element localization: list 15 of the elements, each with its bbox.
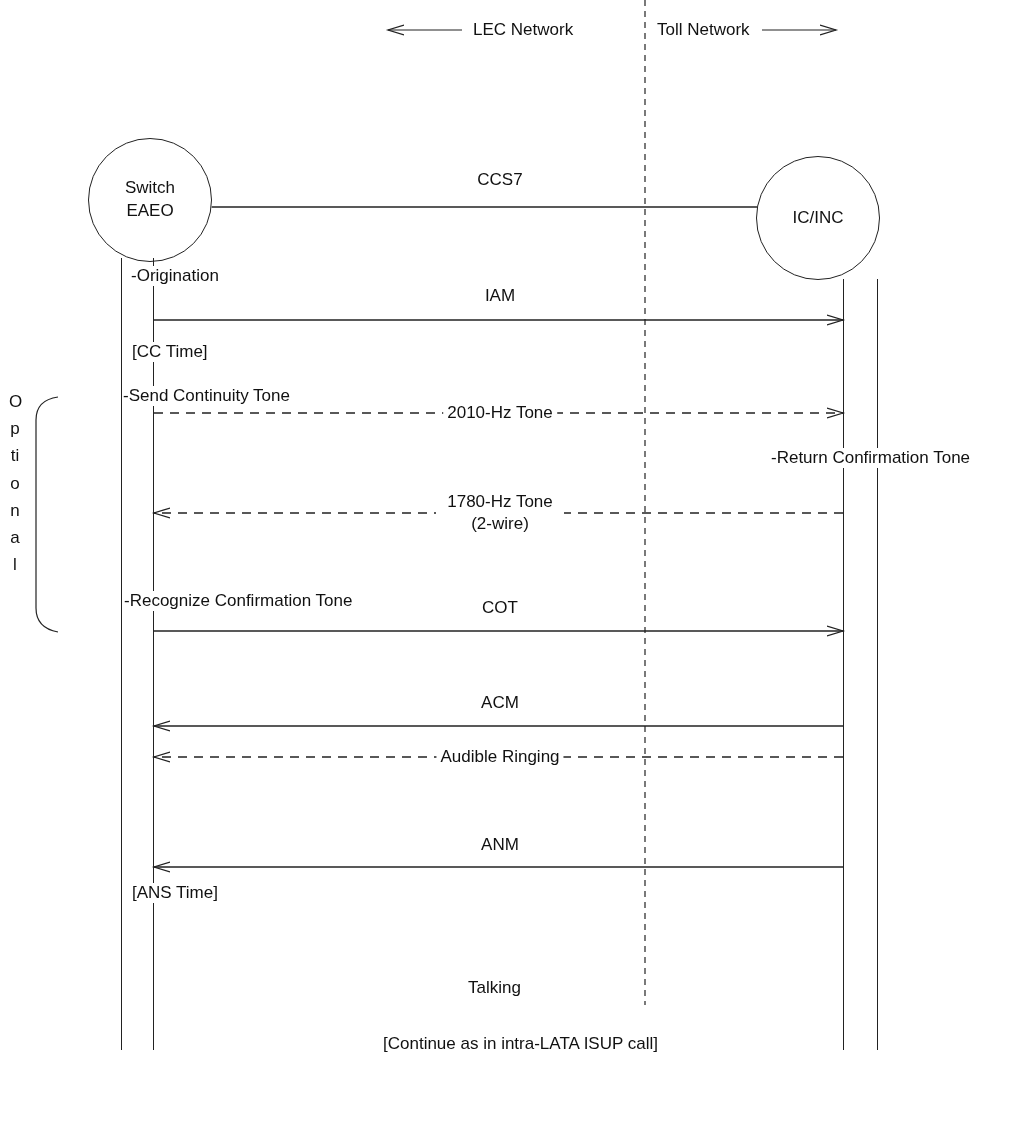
signaling-link [210, 206, 758, 208]
step-label: -Recognize Confirmation Tone [123, 591, 354, 611]
node-label: Switch EAEO [123, 177, 177, 222]
timing-label: [ANS Time] [131, 883, 219, 903]
step-label: -Return Confirmation Tone [770, 448, 972, 468]
node-label: IC/INC [791, 206, 845, 229]
message-arrow [153, 861, 844, 873]
message-arrow [153, 314, 844, 326]
message-arrow [153, 720, 844, 732]
timing-label: [CC Time] [131, 342, 209, 362]
step-label: -Origination [130, 266, 220, 286]
status-label: Talking [467, 978, 522, 998]
note: [Continue as in intra-LATA ISUP call] [382, 1034, 659, 1054]
step-label: -Send Continuity Tone [122, 386, 291, 406]
message-arrow [153, 625, 844, 637]
